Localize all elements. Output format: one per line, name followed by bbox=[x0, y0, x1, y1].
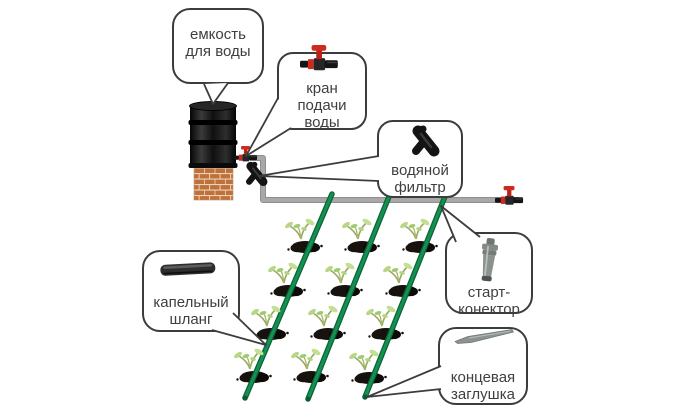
label-text: фильтр bbox=[394, 179, 446, 196]
label-text: водяной bbox=[391, 162, 449, 179]
label-water-filter: водяной фильтр bbox=[377, 120, 463, 198]
drip-lines bbox=[242, 191, 449, 402]
label-start-connector: старт- конектор bbox=[445, 232, 533, 318]
label-text: концевая bbox=[450, 369, 516, 386]
label-supply-valve: кран подачи воды bbox=[277, 52, 367, 131]
label-drip-hose: капельный шланг bbox=[142, 250, 240, 332]
label-water-tank: емкость для воды bbox=[172, 8, 264, 84]
label-text: воды bbox=[304, 114, 340, 131]
label-text: подачи bbox=[297, 97, 347, 114]
label-text: заглушка bbox=[451, 386, 515, 403]
brick-pedestal bbox=[193, 167, 234, 201]
label-text: для воды bbox=[185, 43, 251, 60]
drip-line-1 bbox=[242, 191, 335, 401]
label-text: шланг bbox=[169, 311, 213, 328]
barrel-tap-valve-icon bbox=[234, 146, 258, 162]
drip-line-2 bbox=[305, 191, 393, 402]
water-barrel bbox=[188, 101, 238, 168]
label-text: конектор bbox=[458, 301, 520, 318]
label-end-plug: концевая заглушка bbox=[438, 327, 528, 405]
label-text: капельный bbox=[153, 294, 229, 311]
line-end-tap-valve-icon bbox=[495, 186, 524, 205]
label-text: емкость bbox=[190, 26, 246, 43]
label-text: старт- bbox=[467, 284, 511, 301]
label-text: кран bbox=[306, 80, 338, 97]
soil-patches bbox=[236, 241, 438, 384]
